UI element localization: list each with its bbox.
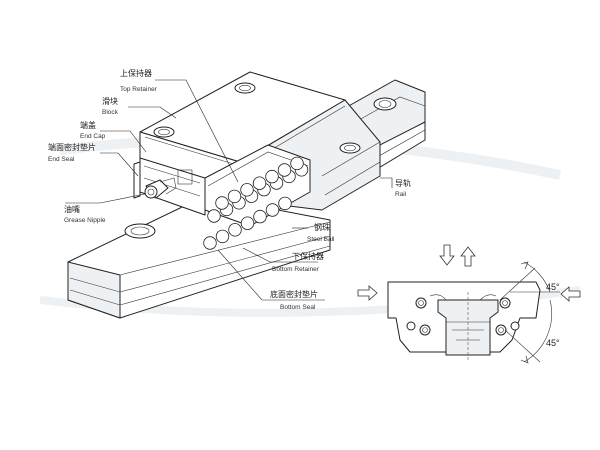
label-grease-nipple-en: Grease Nipple — [64, 217, 106, 224]
steel-balls — [203, 156, 309, 250]
label-block-en: Block — [102, 109, 119, 116]
callout-steel-ball: 钢珠 Steel Ball — [307, 222, 335, 243]
label-end-seal-en: End Seal — [48, 156, 75, 163]
label-end-cap-en: End Cap — [80, 133, 106, 140]
label-bottom-retainer-zh: 下保持器 — [292, 251, 324, 261]
arrow-down-icon — [439, 244, 455, 266]
callout-bottom-seal: 底面密封垫片 Bottom Seal — [270, 289, 318, 311]
angle-upper-label: 45° — [546, 282, 560, 292]
grease-nipple — [144, 177, 177, 199]
angle-lower-label: 45° — [546, 338, 560, 348]
steel-ball — [265, 169, 279, 184]
label-grease-nipple-zh: 油嘴 — [64, 204, 80, 214]
steel-ball — [207, 209, 221, 223]
label-rail-en: Rail — [395, 191, 407, 198]
steel-ball — [277, 163, 292, 177]
callout-rail: 导轨 Rail — [395, 178, 411, 198]
label-bottom-seal-zh: 底面密封垫片 — [270, 289, 318, 299]
leader-lines — [65, 79, 393, 301]
steel-ball — [215, 229, 230, 244]
label-steel-ball-zh: 钢珠 — [314, 222, 330, 232]
callout-end-cap: 端盖 End Cap — [80, 120, 106, 140]
steel-ball — [265, 203, 280, 217]
arrow-up-icon — [460, 246, 476, 267]
steel-ball — [203, 236, 217, 250]
label-end-cap-zh: 端盖 — [80, 120, 96, 130]
label-bottom-retainer-en: Bottom Retainer — [272, 266, 320, 273]
steel-ball — [240, 183, 254, 197]
steel-ball — [215, 196, 229, 210]
label-bottom-seal-en: Bottom Seal — [280, 304, 316, 311]
callout-bottom-retainer: 下保持器 Bottom Retainer — [272, 251, 324, 273]
label-steel-ball-en: Steel Ball — [307, 236, 335, 243]
callout-end-seal: 端面密封垫片 End Seal — [48, 142, 96, 163]
end-seal — [133, 161, 141, 199]
steel-ball — [278, 196, 292, 211]
label-top-retainer-zh: 上保持器 — [120, 68, 152, 78]
steel-ball — [227, 189, 242, 204]
steel-ball — [240, 216, 255, 230]
arrow-left-icon — [560, 286, 581, 302]
steel-ball — [252, 176, 267, 190]
steel-ball — [228, 223, 242, 237]
label-rail-zh: 导轨 — [395, 178, 411, 188]
callout-block: 滑块 Block — [102, 96, 119, 116]
callout-top-retainer: 上保持器 Top Retainer — [120, 68, 158, 93]
cross-section-view: 45° 45° — [357, 244, 581, 364]
steel-ball — [253, 209, 267, 224]
arrow-right-icon — [357, 285, 378, 301]
label-block-zh: 滑块 — [102, 96, 118, 106]
steel-ball — [290, 156, 304, 171]
label-top-retainer-en: Top Retainer — [120, 86, 158, 93]
callout-grease-nipple: 油嘴 Grease Nipple — [64, 204, 106, 224]
label-end-seal-zh: 端面密封垫片 — [48, 142, 96, 152]
